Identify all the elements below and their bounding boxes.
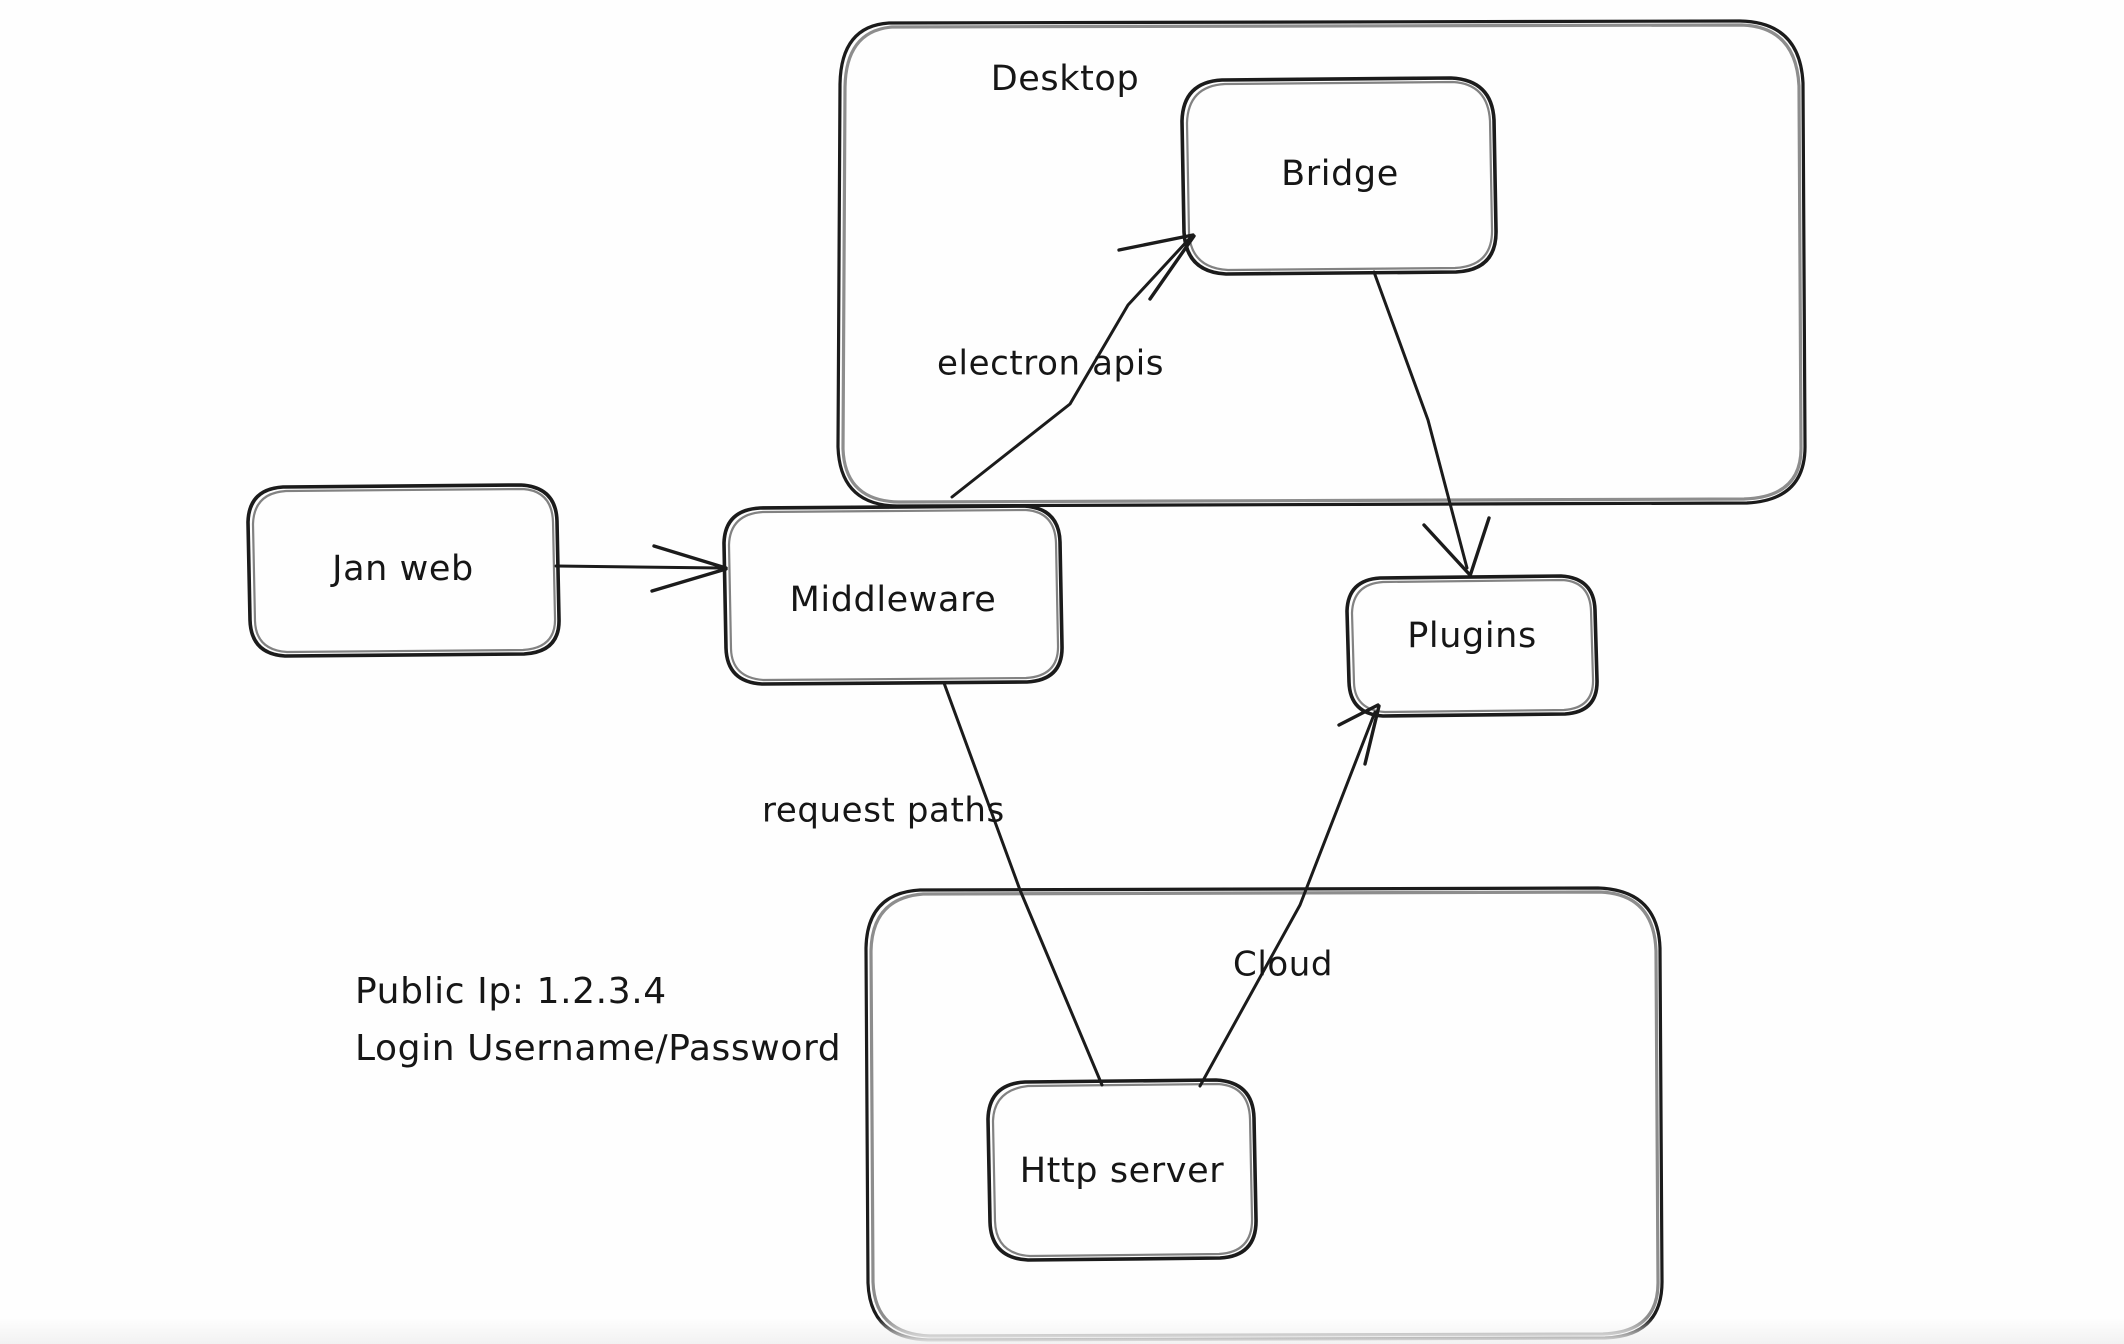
- node-http-server-outline-sketch: [991, 1082, 1254, 1258]
- node-jan-web[interactable]: Jan web: [246, 483, 561, 658]
- node-jan-web-label: Jan web: [330, 549, 474, 589]
- node-http-server-label: Http server: [1020, 1151, 1225, 1191]
- node-jan-web-outline-sketch: [251, 487, 557, 654]
- node-jan-web-outline: [246, 483, 561, 658]
- notes-block: Public Ip: 1.2.3.4 Login Username/Passwo…: [355, 971, 841, 1069]
- edge-bridge-to-plugins[interactable]: [1372, 270, 1491, 578]
- edge-jan-web-to-middleware-arrowhead: [650, 544, 728, 593]
- node-bridge-label: Bridge: [1281, 154, 1399, 194]
- edge-middleware-to-bridge-line: [950, 236, 1192, 499]
- note-login-credentials: Login Username/Password: [355, 1028, 841, 1069]
- edge-middleware-to-bridge-label: electron apis: [937, 344, 1164, 384]
- node-middleware-outline: [722, 504, 1064, 686]
- node-plugins-outline: [1345, 574, 1599, 718]
- edge-jan-web-to-middleware[interactable]: [554, 544, 728, 593]
- edge-http-server-to-plugins[interactable]: Cloud: [1198, 703, 1381, 1088]
- node-http-server[interactable]: Http server: [986, 1078, 1258, 1262]
- edge-bridge-to-plugins-line: [1372, 270, 1469, 570]
- edge-http-server-to-plugins-label: Cloud: [1233, 945, 1333, 985]
- node-http-server-outline: [986, 1078, 1258, 1262]
- node-middleware-outline-sketch: [727, 508, 1060, 682]
- container-desktop[interactable]: Desktop: [836, 19, 1807, 508]
- node-bridge[interactable]: Bridge: [1180, 76, 1498, 276]
- container-desktop-outline-sketch: [841, 23, 1803, 504]
- note-public-ip: Public Ip: 1.2.3.4: [355, 971, 667, 1012]
- node-bridge-outline: [1180, 76, 1498, 276]
- edge-middleware-to-http-server-label: request paths: [762, 791, 1005, 831]
- node-middleware[interactable]: Middleware: [722, 504, 1064, 686]
- node-plugins[interactable]: Plugins: [1345, 574, 1599, 718]
- container-desktop-label: Desktop: [991, 59, 1140, 99]
- edge-http-server-to-plugins-line: [1198, 710, 1377, 1088]
- edge-middleware-to-bridge[interactable]: electron apis: [937, 233, 1196, 499]
- node-bridge-outline-sketch: [1185, 80, 1494, 272]
- node-plugins-label: Plugins: [1407, 616, 1537, 656]
- edge-middleware-to-http-server[interactable]: [942, 681, 1104, 1087]
- edge-bridge-to-plugins-arrowhead: [1422, 516, 1491, 578]
- node-plugins-outline-sketch: [1350, 578, 1595, 714]
- edge-middleware-to-http-server-line: [942, 681, 1104, 1087]
- container-desktop-outline: [836, 19, 1807, 508]
- node-middleware-label: Middleware: [790, 580, 997, 620]
- edge-jan-web-to-middleware-line: [554, 564, 724, 570]
